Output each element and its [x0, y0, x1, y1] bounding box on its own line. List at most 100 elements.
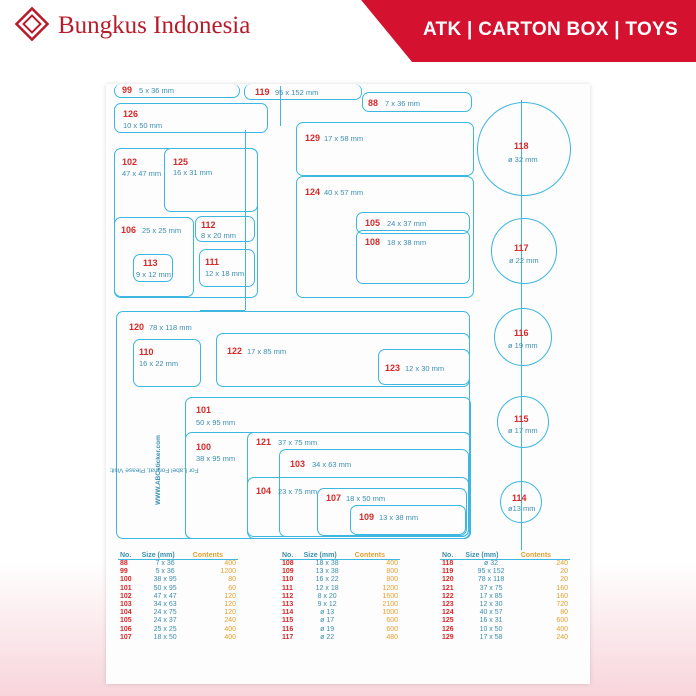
- table-cell: 800: [386, 568, 398, 576]
- red-banner: [361, 0, 696, 62]
- table-header-cell: No.: [280, 552, 302, 560]
- table-header-cell: Contents: [518, 552, 570, 560]
- label-125: 125 16 x 31 mm: [164, 148, 258, 212]
- table-header-cell: No.: [118, 552, 140, 560]
- table-cell: 2100: [382, 601, 398, 609]
- table-cell: 160: [556, 584, 568, 592]
- table-cell: 119: [442, 568, 454, 576]
- table-row: 110 16 x 22 800: [280, 576, 400, 584]
- table-cell: 1600: [382, 592, 398, 600]
- table-cell: 8 x 20: [317, 592, 337, 600]
- table-cell: 103: [120, 601, 132, 609]
- table-row: 112 8 x 20 1600: [280, 593, 400, 601]
- table-cell: 100: [120, 576, 132, 584]
- header: Bungkus Indonesia ATK | CARTON BOX | TOY…: [0, 0, 696, 62]
- table-cell: 120: [224, 601, 236, 609]
- label-126: 126 10 x 50 mm: [114, 103, 268, 133]
- table-cell: 102: [120, 592, 132, 600]
- label-88: 88 7 x 36 mm: [362, 92, 472, 112]
- circle-label-118: 118 ø 32 mm: [477, 102, 571, 196]
- table-cell: 109: [282, 568, 294, 576]
- table-cell: 1000: [382, 609, 398, 617]
- visit-note: For Label Format, Please Visit:WWW.ABCst…: [109, 435, 199, 505]
- table-cell: 105: [120, 617, 132, 625]
- table-cell: ø 32: [484, 560, 499, 567]
- table-header-row: No.Size (mm)Contents: [280, 552, 400, 560]
- table-cell: 118: [442, 560, 454, 567]
- table-cell: 120: [442, 576, 454, 584]
- table-cell: ø 17: [320, 617, 335, 625]
- table-cell: 17 x 58: [479, 633, 503, 641]
- table-cell: 112: [282, 592, 294, 600]
- table-cell: 720: [556, 601, 568, 609]
- table-header-cell: Contents: [352, 552, 400, 560]
- table-cell: 400: [386, 560, 398, 567]
- label-109: 109 13 x 38 mm: [350, 505, 466, 535]
- table-header-row: No.Size (mm)Contents: [118, 552, 238, 560]
- table-cell: 99: [120, 568, 128, 576]
- table-cell: 160: [556, 592, 568, 600]
- table-cell: 5 x 36: [155, 568, 175, 576]
- table-cell: 106: [120, 625, 132, 633]
- table-cell: 20: [560, 576, 568, 584]
- table-cell: 110: [282, 576, 294, 584]
- table-cell: 600: [386, 617, 398, 625]
- table-cell: 107: [120, 633, 132, 641]
- table-header-cell: Contents: [190, 552, 238, 560]
- table-row: 122 17 x 85 160: [440, 593, 570, 601]
- table-cell: 117: [282, 633, 294, 641]
- table-cell: 116: [282, 625, 294, 633]
- table-cell: 240: [556, 560, 568, 567]
- label-99: 99 5 x 36 mm: [114, 84, 240, 98]
- table-cell: 17 x 85: [479, 592, 503, 600]
- table-cell: 113: [282, 601, 294, 609]
- table-header-cell: Size (mm): [139, 552, 191, 560]
- table-cell: 124: [442, 609, 454, 617]
- table-cell: 7 x 36: [155, 560, 175, 567]
- table-cell: 800: [386, 576, 398, 584]
- table-cell: 129: [442, 633, 454, 641]
- table-header-cell: No.: [440, 552, 464, 560]
- table-cell: 78 x 118: [477, 576, 505, 584]
- table-cell: 122: [442, 592, 454, 600]
- brand-name: Bungkus Indonesia: [58, 12, 251, 39]
- label-124: 124 40 x 57 mm: [296, 176, 474, 298]
- label-107: 107 18 x 50 mm: [317, 488, 467, 536]
- table-cell: 16 x 31: [479, 617, 503, 625]
- label-129: 129 17 x 58 mm: [296, 122, 474, 176]
- table-cell: 126: [442, 625, 454, 633]
- label-123: 123 12 x 30 mm: [378, 349, 470, 385]
- label-108: 108 18 x 38 mm: [356, 230, 470, 284]
- table-cell: 101: [120, 584, 132, 592]
- diamond-logo-icon: [14, 6, 50, 42]
- table-cell: 104: [120, 609, 132, 617]
- table-cell: 111: [282, 584, 293, 592]
- table-cell: 18 x 38: [315, 560, 339, 567]
- table-cell: 50 x 95: [153, 584, 177, 592]
- circle-label-116: 116 ø 19 mm: [494, 308, 552, 366]
- table-cell: 40 x 57: [479, 609, 503, 617]
- circle-label-115: 115 ø 17 mm: [497, 396, 549, 448]
- table-cell: 37 x 75: [479, 584, 503, 592]
- table-cell: 600: [386, 625, 398, 633]
- table-cell: 123: [442, 601, 454, 609]
- table-cell: 16 x 22: [315, 576, 339, 584]
